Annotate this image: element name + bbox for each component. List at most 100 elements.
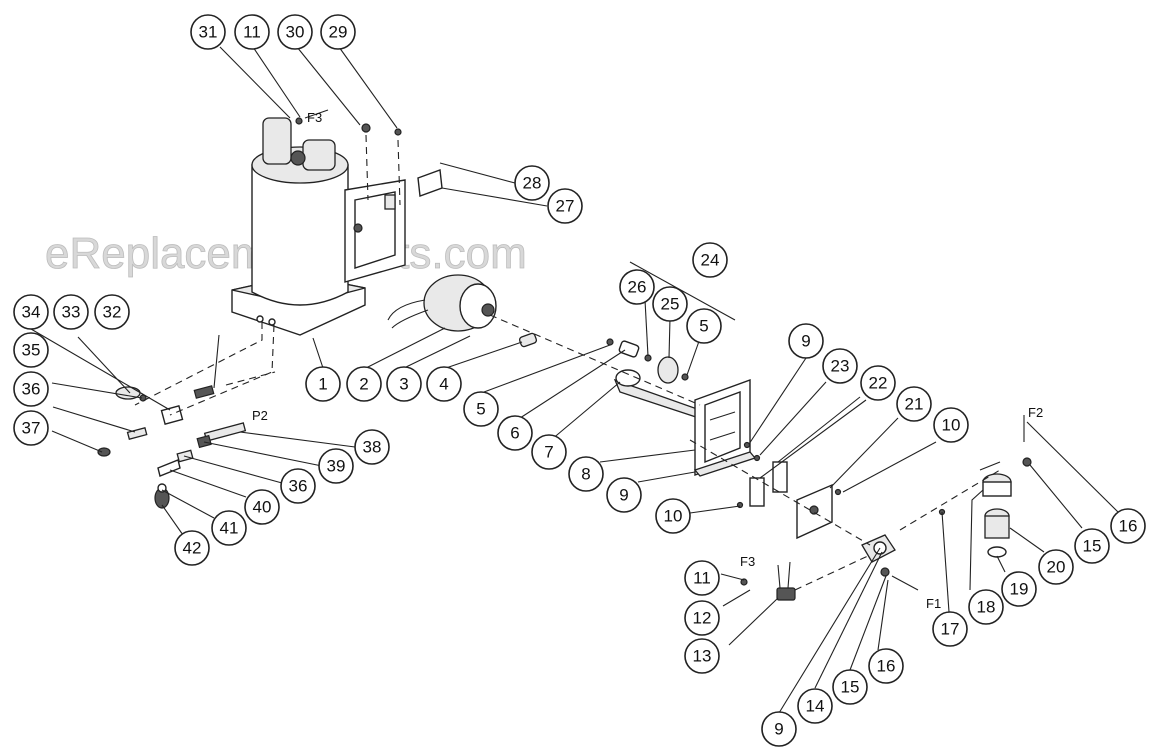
svg-text:7: 7 [544, 443, 553, 462]
callout-16-lower: 16 [868, 648, 904, 684]
callout-32: 32 [94, 294, 130, 330]
svg-text:5: 5 [476, 400, 485, 419]
svg-text:15: 15 [841, 678, 860, 697]
svg-text:15: 15 [1083, 537, 1102, 556]
pump-head-assembly [740, 534, 919, 601]
callout-30: 30 [277, 14, 313, 50]
callout-25: 25 [652, 286, 688, 322]
svg-text:26: 26 [628, 278, 647, 297]
callout-8: 8 [568, 456, 604, 492]
svg-text:24: 24 [701, 251, 720, 270]
svg-text:9: 9 [619, 486, 628, 505]
callout-42: 42 [174, 530, 210, 566]
callout-24: 24 [692, 242, 728, 278]
callout-36-left: 36 [13, 371, 49, 407]
motor-assembly [387, 274, 538, 348]
svg-text:16: 16 [877, 657, 896, 676]
svg-text:27: 27 [556, 197, 575, 216]
svg-text:1: 1 [318, 375, 327, 394]
svg-text:17: 17 [941, 620, 960, 639]
callout-15-right: 15 [1074, 528, 1110, 564]
tank-assembly [231, 117, 406, 336]
callout-26: 26 [619, 269, 655, 305]
svg-text:37: 37 [22, 419, 41, 438]
svg-text:16: 16 [1119, 517, 1138, 536]
svg-text:21: 21 [905, 395, 924, 414]
svg-text:31: 31 [199, 23, 218, 42]
callout-18: 18 [968, 589, 1004, 625]
callout-9-middle: 9 [606, 477, 642, 513]
connector-fittings [97, 385, 247, 509]
svg-text:9: 9 [774, 720, 783, 739]
svg-text:3: 3 [399, 375, 408, 394]
assembly-centerlines [134, 134, 1001, 591]
callout-21: 21 [896, 386, 932, 422]
callout-2: 2 [346, 366, 382, 402]
svg-text:41: 41 [220, 519, 239, 538]
svg-text:39: 39 [327, 457, 346, 476]
svg-text:28: 28 [523, 174, 542, 193]
callout-15-lower: 15 [832, 669, 868, 705]
callout-35: 35 [13, 332, 49, 368]
svg-text:10: 10 [942, 416, 961, 435]
svg-text:13: 13 [693, 647, 712, 666]
callout-5-upper: 5 [686, 308, 722, 344]
callout-31: 31 [190, 14, 226, 50]
callout-33: 33 [53, 294, 89, 330]
svg-text:8: 8 [581, 465, 590, 484]
svg-text:34: 34 [22, 303, 41, 322]
bracket-frame [693, 379, 757, 477]
callout-36-center: 36 [280, 468, 316, 504]
svg-text:22: 22 [869, 374, 888, 393]
leader-lines [30, 46, 1119, 714]
annotation-labels: F3 F3 P2 F2 F1 [252, 110, 1043, 611]
svg-text:4: 4 [439, 375, 448, 394]
svg-text:10: 10 [664, 507, 683, 526]
svg-text:12: 12 [693, 609, 712, 628]
svg-text:29: 29 [329, 23, 348, 42]
callout-17: 17 [932, 611, 968, 647]
callout-9-lower: 9 [761, 711, 797, 747]
callout-10-right: 10 [933, 407, 969, 443]
callout-34: 34 [13, 294, 49, 330]
callout-19: 19 [1001, 571, 1037, 607]
top-hardware [295, 109, 443, 197]
callout-41: 41 [211, 510, 247, 546]
svg-text:11: 11 [693, 569, 711, 588]
switch-plate-assembly [736, 441, 842, 540]
label-p2: P2 [252, 408, 268, 423]
callout-11: 11 [234, 14, 270, 50]
label-f1: F1 [926, 596, 941, 611]
svg-text:9: 9 [801, 332, 810, 351]
callout-1: 1 [305, 366, 341, 402]
label-f2: F2 [1028, 405, 1043, 420]
svg-text:40: 40 [253, 498, 272, 517]
label-f3-top: F3 [307, 110, 322, 125]
callout-20: 20 [1038, 549, 1074, 585]
callout-4: 4 [426, 366, 462, 402]
svg-text:36: 36 [22, 380, 41, 399]
callout-13: 13 [684, 638, 720, 674]
svg-text:30: 30 [286, 23, 305, 42]
svg-text:36: 36 [289, 477, 308, 496]
callout-5-lower: 5 [463, 391, 499, 427]
svg-text:25: 25 [661, 295, 680, 314]
callout-28: 28 [514, 165, 550, 201]
svg-text:11: 11 [243, 23, 261, 42]
svg-text:38: 38 [363, 438, 382, 457]
callout-12: 12 [684, 600, 720, 636]
svg-text:14: 14 [806, 697, 825, 716]
svg-text:5: 5 [699, 317, 708, 336]
svg-text:20: 20 [1047, 558, 1066, 577]
callout-16-right: 16 [1110, 508, 1146, 544]
filter-assembly [938, 415, 1032, 558]
svg-text:6: 6 [510, 424, 519, 443]
pulley-belt-assembly [606, 338, 707, 422]
callout-23: 23 [822, 348, 858, 384]
callout-7: 7 [531, 434, 567, 470]
callout-27: 27 [547, 188, 583, 224]
svg-text:32: 32 [103, 303, 122, 322]
svg-text:42: 42 [183, 539, 202, 558]
label-f3-bottom: F3 [740, 554, 755, 569]
callout-22: 22 [860, 365, 896, 401]
